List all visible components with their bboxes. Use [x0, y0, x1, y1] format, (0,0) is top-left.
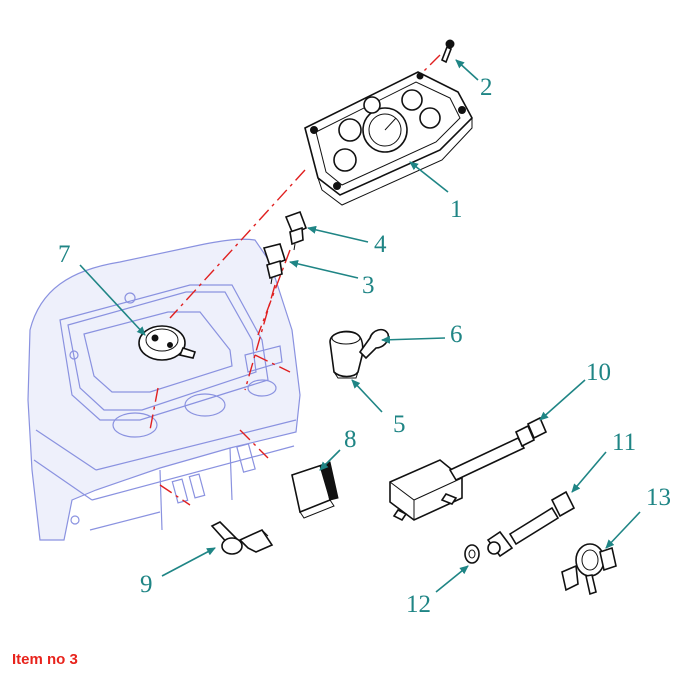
callout-4: 4 [374, 231, 387, 258]
callout-7: 7 [58, 241, 71, 268]
exploded-parts-diagram: 1 2 3 4 5 6 7 8 9 10 11 12 13 [27, 39, 671, 618]
relay-module [389, 416, 548, 522]
dashboard-housing [27, 238, 301, 541]
callout-3: 3 [362, 272, 375, 299]
callout-13: 13 [646, 484, 671, 511]
instrument-cluster [304, 71, 473, 206]
switch-part-3 [262, 243, 286, 285]
rocker-switch [291, 461, 339, 519]
callout-1: 1 [450, 196, 463, 223]
callout-5: 5 [393, 411, 406, 438]
screw [440, 39, 455, 64]
callout-12: 12 [406, 591, 431, 618]
callout-10: 10 [586, 359, 611, 386]
washer [464, 544, 480, 564]
callout-11: 11 [612, 429, 636, 456]
leader-lines [79, 59, 641, 593]
temperature-sender [486, 490, 576, 558]
item-caption: Item no 3 [12, 651, 78, 668]
battery-disconnect-switch [561, 543, 617, 596]
switch-part-4 [284, 210, 308, 251]
callout-2: 2 [480, 74, 493, 101]
callout-8: 8 [344, 426, 357, 453]
assembly-guide-lines [149, 54, 441, 506]
round-gauge [138, 325, 197, 361]
callout-9: 9 [140, 571, 153, 598]
callout-labels: 1 2 3 4 5 6 7 8 9 10 11 12 13 [58, 74, 671, 618]
ignition-key [358, 328, 390, 360]
callout-6: 6 [450, 321, 463, 348]
ignition-switch [329, 330, 364, 379]
sensor-with-bracket [210, 521, 274, 555]
